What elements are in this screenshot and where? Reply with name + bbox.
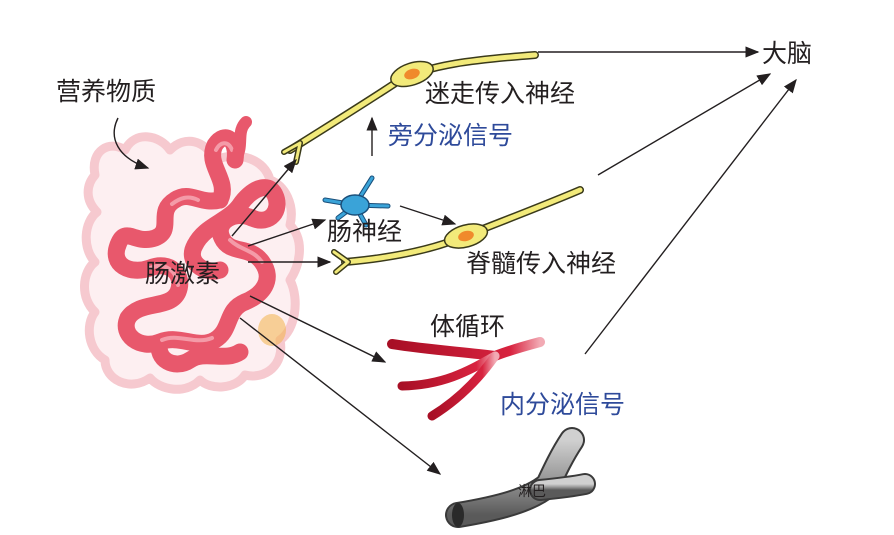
enteric-neuron xyxy=(322,175,391,228)
arrow-enteric-to-spinal xyxy=(399,205,457,226)
signal-arrows xyxy=(231,46,797,475)
arrow-gut-to-circulation xyxy=(249,295,387,363)
nutrient-arrow xyxy=(113,117,150,170)
label-enteric-nerve: 肠神经 xyxy=(327,217,402,246)
label-circulation: 体循环 xyxy=(430,312,505,341)
vagal-neuron-nucleus xyxy=(404,68,420,80)
arrow-spinal-to-brain xyxy=(597,73,772,176)
arrow-gut-to-lymph xyxy=(239,317,442,475)
intestine-illustration xyxy=(80,116,304,394)
label-vagal-afferent: 迷走传入神经 xyxy=(425,79,575,108)
label-lymph: 淋巴 xyxy=(518,484,546,500)
lymph-vessel xyxy=(445,427,596,528)
label-spinal-afferent: 脊髓传入神经 xyxy=(466,249,616,278)
arrow-gut-to-enteric xyxy=(247,218,327,247)
spinal-neuron-nucleus xyxy=(458,230,474,242)
blood-vessel xyxy=(387,337,545,421)
label-brain: 大脑 xyxy=(762,39,812,68)
spinal-afferent-neuron xyxy=(331,186,584,275)
label-paracrine: 旁分泌信号 xyxy=(388,121,513,150)
vagal-afferent-neuron xyxy=(281,51,539,165)
arrow-endocrine-to-brain xyxy=(584,78,797,355)
label-nutrients: 营养物质 xyxy=(56,77,156,106)
label-endocrine: 内分泌信号 xyxy=(500,390,625,419)
arrow-gut-to-vagal xyxy=(231,158,297,237)
label-gut-hormone: 肠激素 xyxy=(145,259,220,288)
